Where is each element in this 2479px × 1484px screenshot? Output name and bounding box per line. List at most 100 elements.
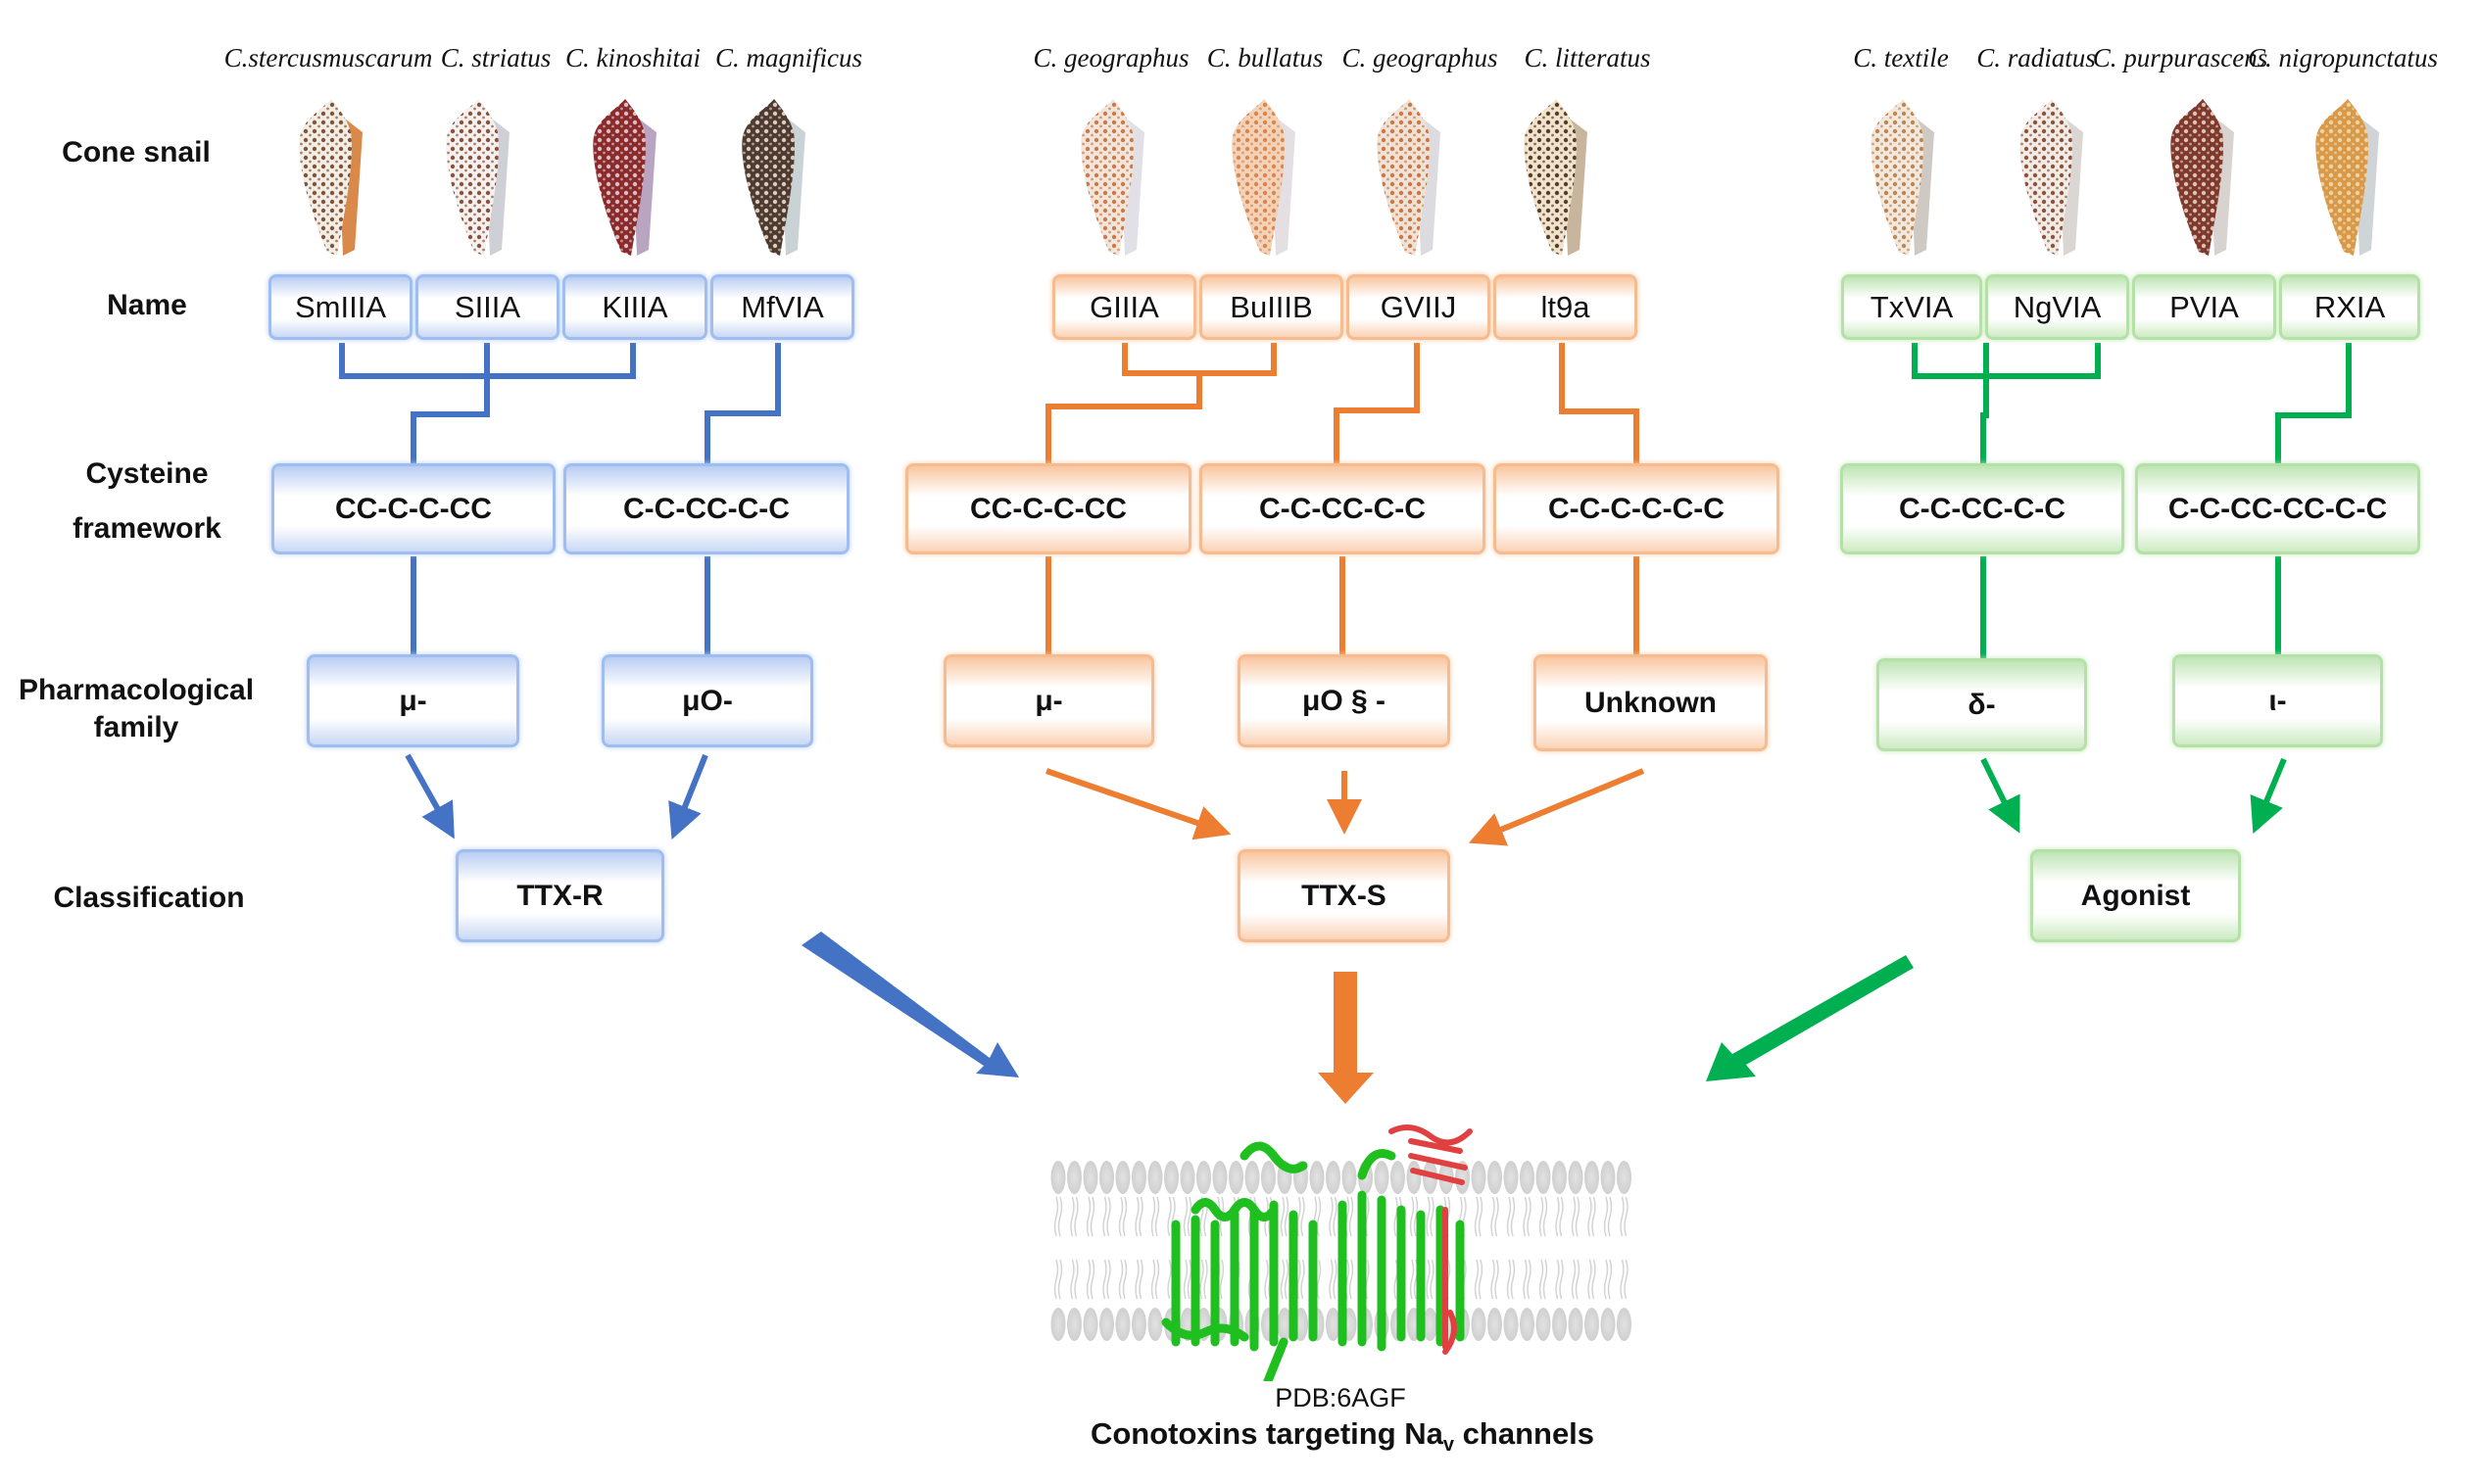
lipid-head <box>1617 1161 1631 1194</box>
lipid-tail <box>1118 1259 1128 1300</box>
cone-snail-shell-image <box>1524 99 1587 256</box>
lipid-head <box>1277 1308 1292 1341</box>
row-label-name: Name <box>107 289 187 321</box>
blue-arrow-family1 <box>405 753 455 839</box>
cone-snail-shell-image <box>2170 99 2234 256</box>
lipid-head <box>1132 1308 1146 1341</box>
species-label: C. striatus <box>440 43 552 72</box>
lipid-tail <box>1490 1196 1499 1237</box>
lipid-head <box>1584 1308 1599 1341</box>
green-big-arrow <box>1706 955 1914 1081</box>
lipid-tail <box>1571 1259 1580 1300</box>
orange-link-framework2 <box>1334 343 1420 463</box>
green-bracket-names <box>1912 343 2101 379</box>
lipid-tail <box>1506 1259 1516 1300</box>
species-label: C. purpurascens <box>2092 43 2268 72</box>
lipid-tail <box>1490 1259 1499 1300</box>
lipid-head <box>1584 1161 1599 1194</box>
name-text: GVIIJ <box>1380 289 1457 324</box>
lipid-head <box>1309 1161 1325 1194</box>
name-box: GVIIJ <box>1346 274 1490 340</box>
lipid-head <box>1115 1161 1131 1194</box>
family-box: δ- <box>1876 658 2087 751</box>
lipid-tail <box>1296 1196 1305 1237</box>
protein-red <box>1388 1125 1473 1355</box>
lipid-head <box>1520 1161 1534 1194</box>
family-box: Unknown <box>1533 654 1768 751</box>
green-link-framework1-a <box>1980 343 1989 463</box>
title-subscript: v <box>1442 1434 1455 1457</box>
name-box: BuIIIB <box>1199 274 1343 340</box>
species-label: C. bullatus <box>1206 43 1324 72</box>
framework-text: C-C-CC-C-C <box>1259 492 1426 525</box>
lipid-tail <box>1344 1259 1354 1300</box>
framework-box: C-C-CC-C-C <box>1199 463 1485 554</box>
blue-link-framework2 <box>705 343 781 463</box>
name-text: KIIIA <box>602 289 668 324</box>
lipid-head <box>1229 1161 1243 1194</box>
species-label: C. magnificus <box>714 43 863 72</box>
lipid-tail <box>1183 1259 1192 1300</box>
row-label-cysteine-framework: Cysteine framework <box>73 447 221 556</box>
lipid-tail <box>1280 1259 1289 1300</box>
lipid-head <box>1600 1308 1616 1341</box>
cone-snail-shell-image <box>1377 99 1440 256</box>
cone-snail-shell-image <box>299 99 363 256</box>
lipid-tail <box>1135 1259 1143 1300</box>
lipid-head <box>1050 1161 1066 1194</box>
lipid-head <box>1326 1161 1340 1194</box>
family-text: μO § - <box>1301 684 1386 717</box>
species-label: C. kinoshitai <box>564 43 702 72</box>
classification-box-agonist: Agonist <box>2030 849 2241 942</box>
name-box: TxVIA <box>1841 274 1982 340</box>
species-label: C. geographus <box>1033 43 1190 72</box>
cone-snail-shell-image <box>446 99 510 256</box>
title-prefix: Conotoxins targeting Na <box>1090 1416 1443 1451</box>
classification-text: TTX-R <box>516 879 604 912</box>
lipid-tail <box>1053 1196 1063 1237</box>
name-text: lt9a <box>1540 289 1590 324</box>
lipid-head <box>1067 1308 1082 1341</box>
lipid-tail <box>1620 1196 1628 1237</box>
row-label-pharm-line1: Pharmacological <box>18 674 255 706</box>
lipid-tail <box>1329 1196 1337 1237</box>
orange-big-arrow <box>1318 972 1374 1104</box>
species-label: C.stercusmuscarum <box>223 43 433 72</box>
lipid-tail <box>1571 1196 1580 1237</box>
lipid-head <box>1244 1161 1260 1194</box>
orange-arrow-family1 <box>1045 768 1232 840</box>
lipid-tail <box>1086 1259 1095 1300</box>
lipid-tail <box>1426 1196 1434 1237</box>
lipid-head <box>1535 1308 1551 1341</box>
lipid-tail <box>1506 1196 1516 1237</box>
name-text: MfVIA <box>741 289 824 324</box>
nav-channel-structure <box>1050 1125 1631 1381</box>
name-box: NgVIA <box>1985 274 2129 340</box>
lipid-head <box>1390 1161 1405 1194</box>
lipid-head <box>1147 1161 1163 1194</box>
family-box: μ- <box>307 654 519 747</box>
name-box: SIIIA <box>415 274 559 340</box>
lipid-tail <box>1086 1196 1095 1237</box>
family-box: ι- <box>2172 654 2383 747</box>
classification-text: TTX-S <box>1301 879 1386 912</box>
row-label-pharmacological-family: Pharmacological family <box>19 672 254 746</box>
family-text: ι- <box>2268 684 2287 717</box>
blue-big-arrow <box>802 932 1019 1077</box>
lipid-head <box>1617 1308 1631 1341</box>
family-text: δ- <box>1968 688 1996 721</box>
lipid-tail <box>1344 1196 1354 1237</box>
framework-text: CC-C-C-CC <box>970 492 1127 525</box>
lipid-tail <box>1538 1259 1548 1300</box>
classification-box-ttx-s: TTX-S <box>1238 849 1450 942</box>
lipid-head <box>1568 1308 1583 1341</box>
family-text: Unknown <box>1584 686 1717 719</box>
title-suffix: channels <box>1454 1416 1595 1451</box>
lipid-tail <box>1183 1196 1192 1237</box>
family-box: μO- <box>602 654 813 747</box>
green-arrow-family1 <box>1980 757 2020 834</box>
lipid-head <box>1406 1161 1422 1194</box>
framework-text: CC-C-C-CC <box>335 492 492 525</box>
lipid-tail <box>1150 1259 1160 1300</box>
framework-box: C-C-C-C-C-C <box>1493 463 1779 554</box>
